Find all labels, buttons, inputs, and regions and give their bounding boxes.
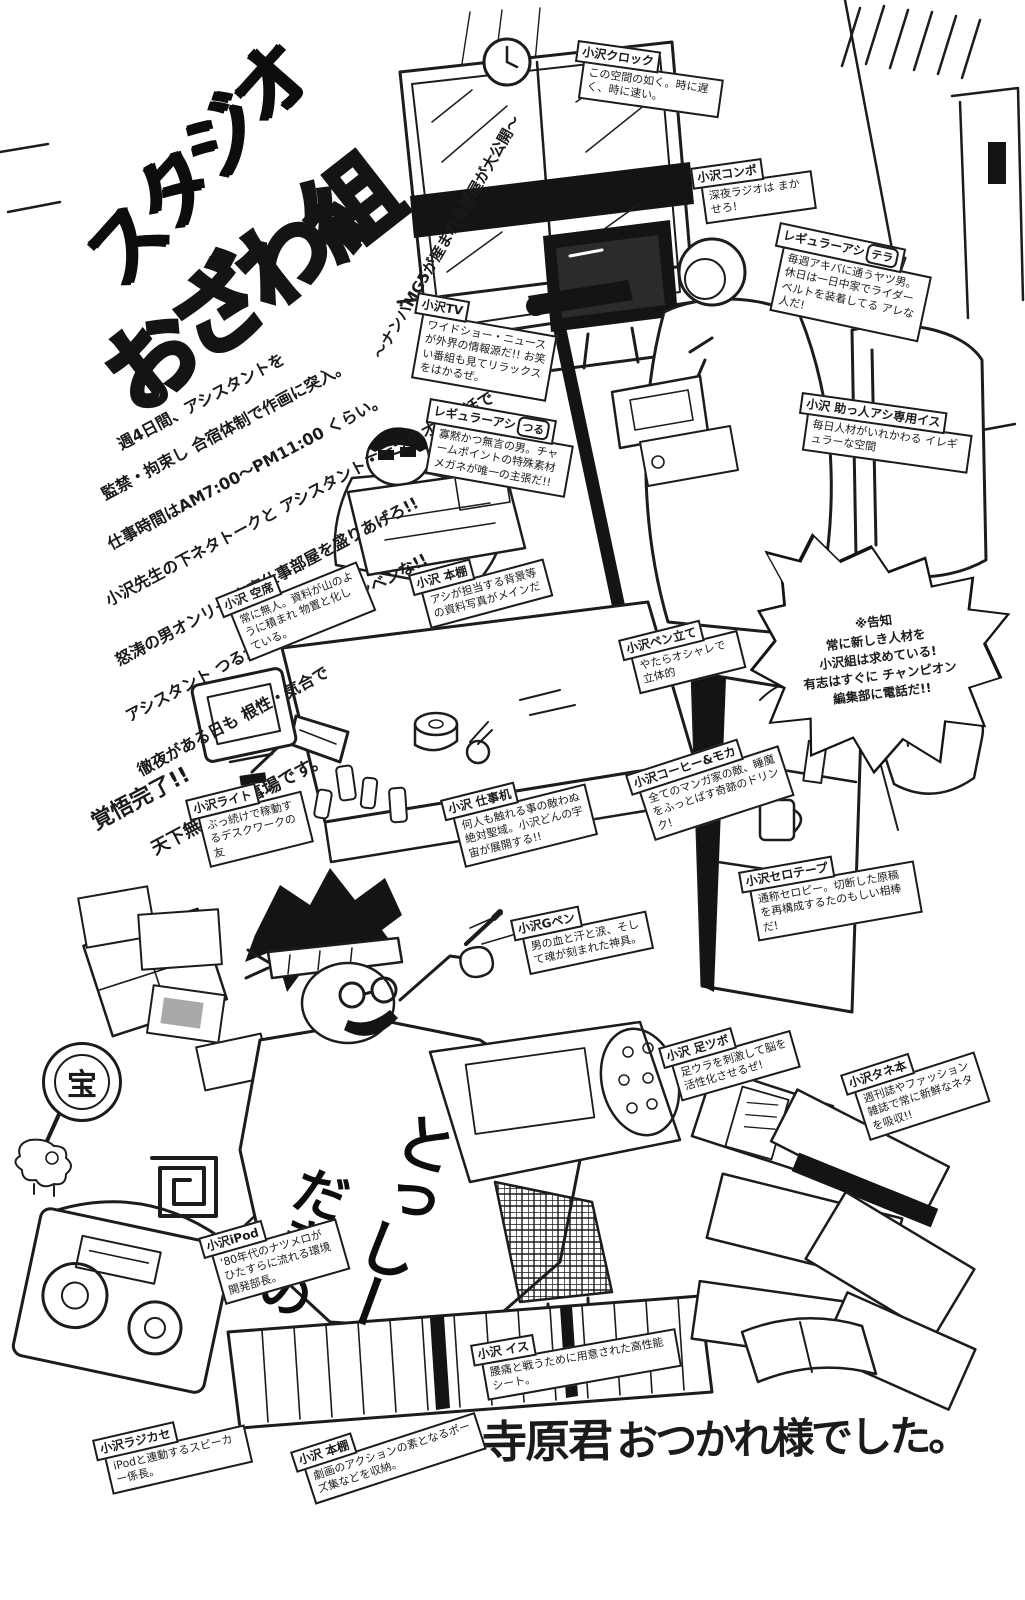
uchiwa-fan: 宝 [42,1042,122,1122]
fan-character: 宝 [54,1054,110,1110]
closing-name: 寺原君 [481,1413,612,1470]
closing-text: おつかれ様でした。 [615,1410,968,1466]
sheep-doodle [14,1138,72,1197]
clock-drawing [482,37,532,87]
announcement-bubble: ※告知 常に新しき人材を 小沢組は求めている! 有志はすぐに チャンピオン 編集… [739,528,1017,789]
scattered-photos [77,885,271,1092]
terra-figure [610,237,833,638]
spiral-ornament [150,1156,218,1218]
closing-message: 寺原君 おつかれ様でした。 [481,1398,968,1471]
label-name-tag: テラ [864,242,900,270]
tsuru-figure [333,427,527,592]
label-name-tag: つる [515,415,551,442]
left-monitor [190,667,298,764]
magazine-pile [690,1066,977,1411]
announcement-text: ※告知 常に新しき人材を 小沢組は求めている! 有志はすぐに チャンピオン 編集… [739,528,1017,789]
